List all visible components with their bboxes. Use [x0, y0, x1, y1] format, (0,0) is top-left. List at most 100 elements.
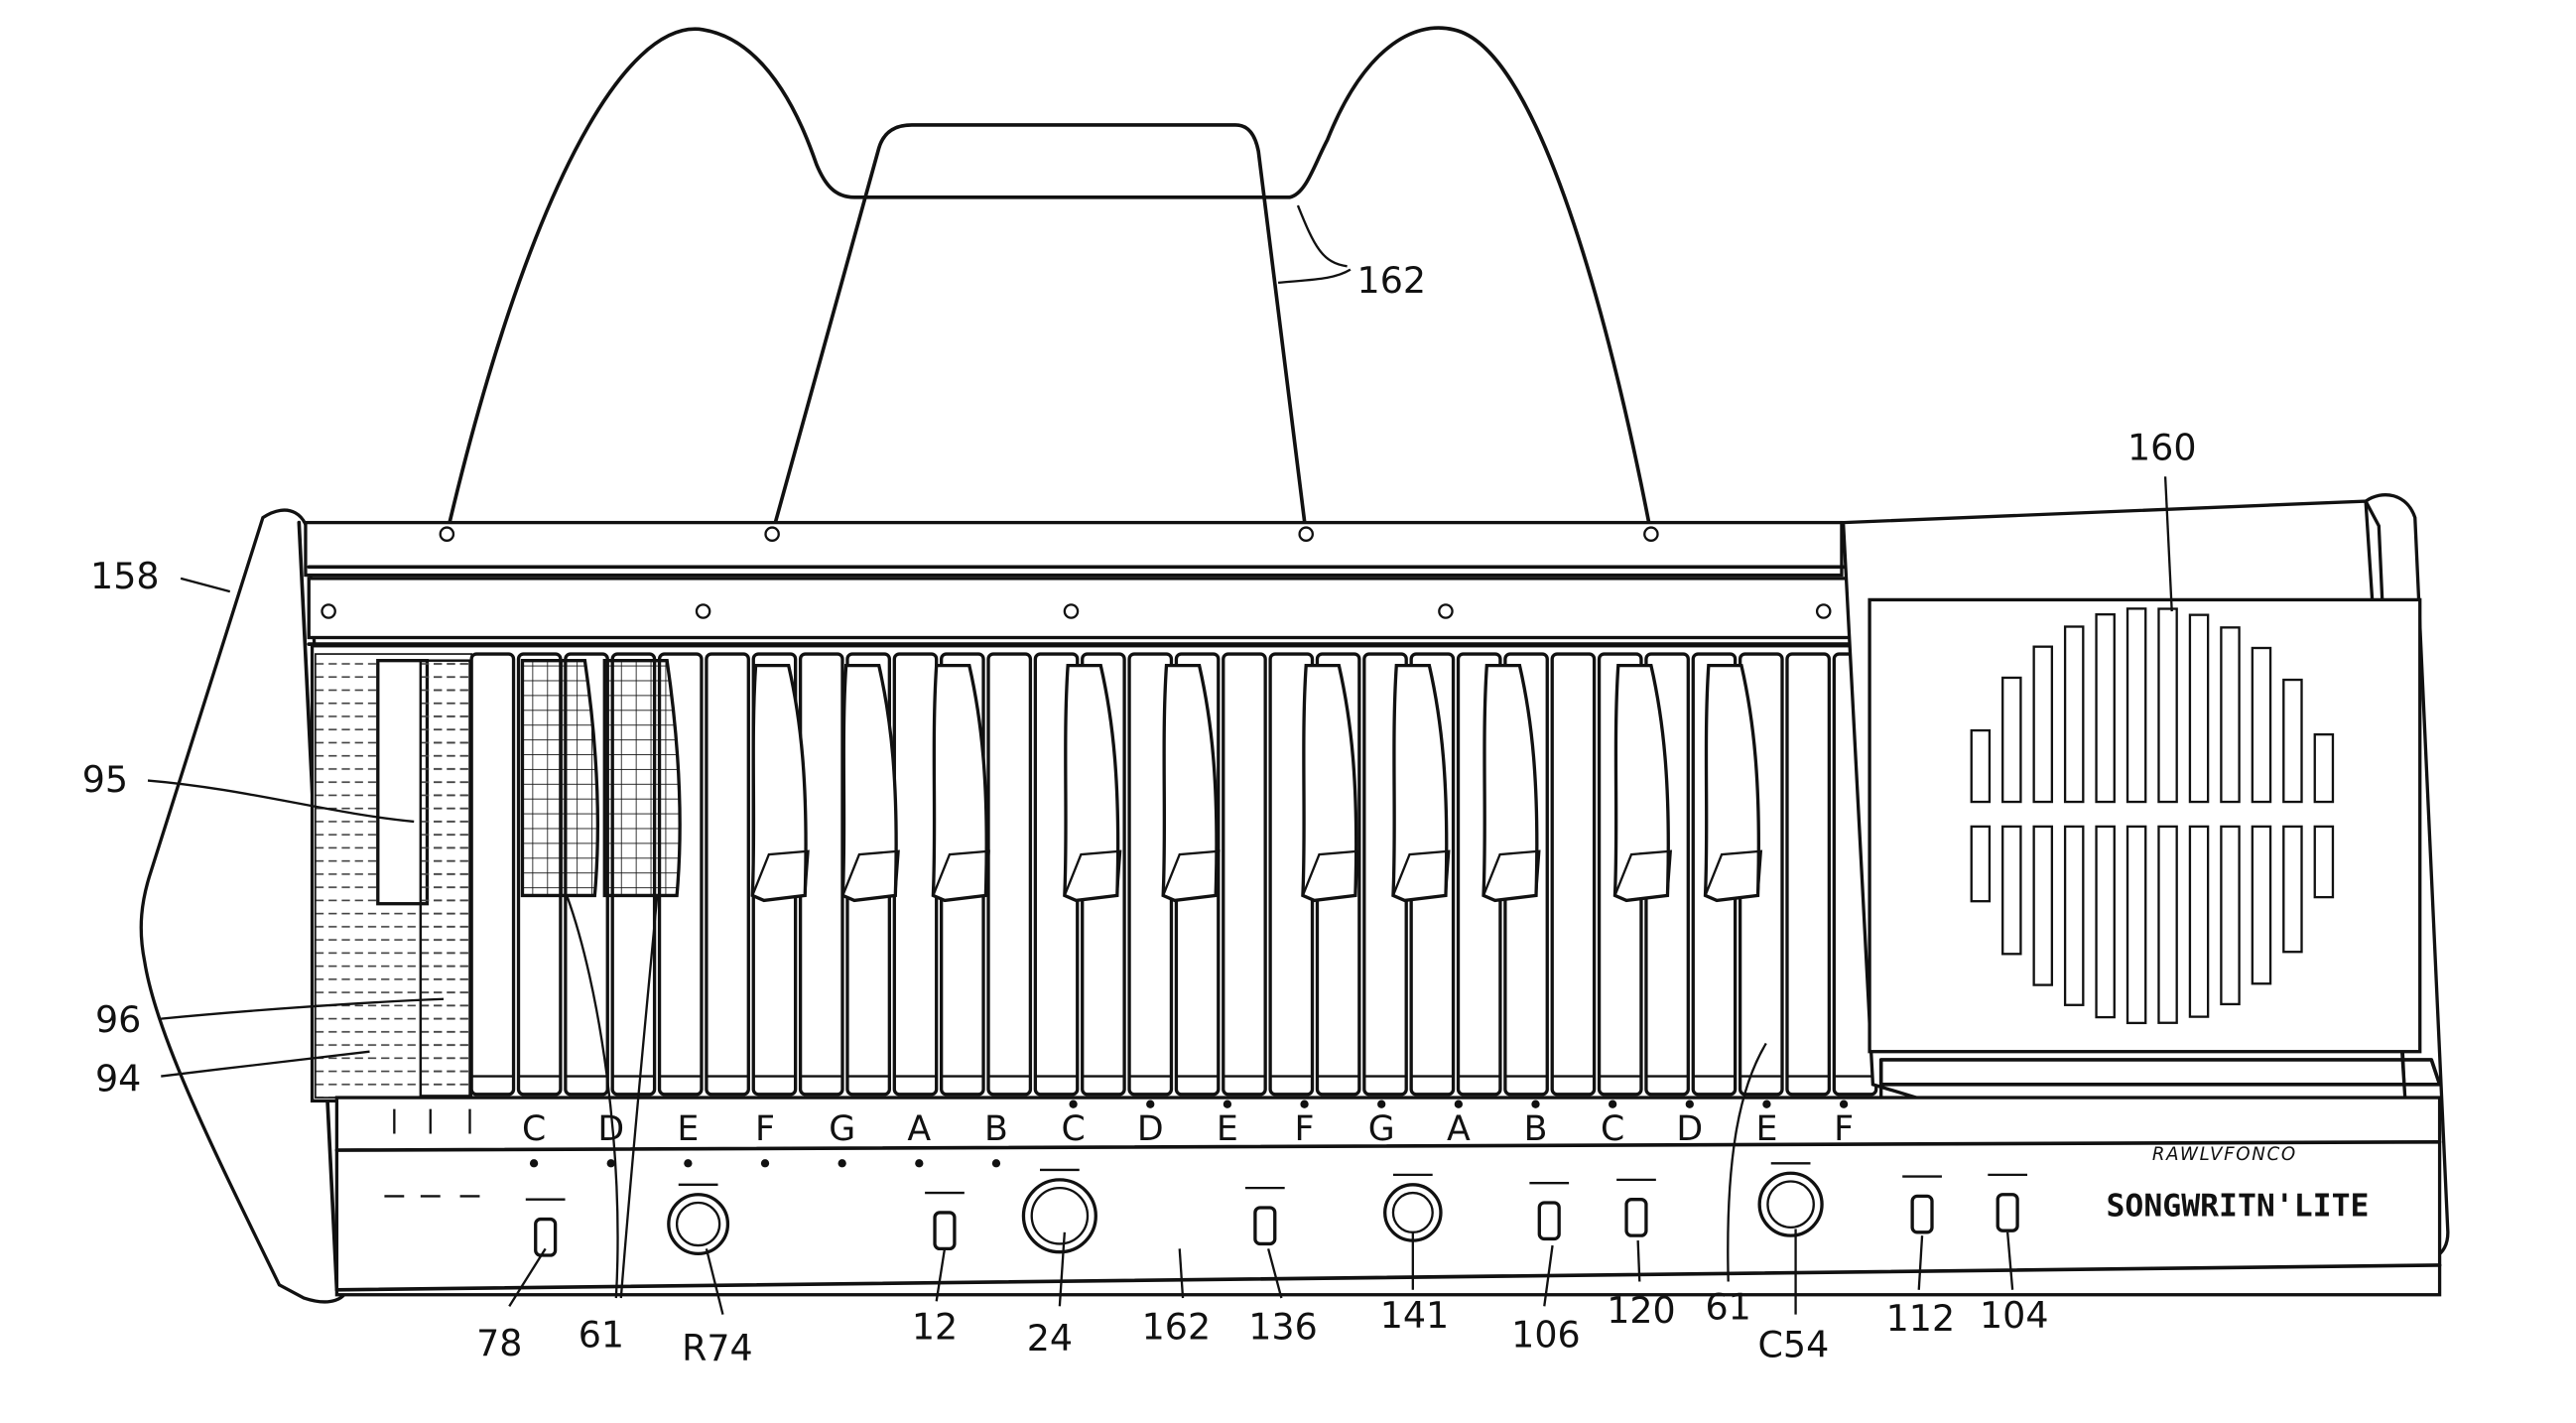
- sharp-key-top: [841, 849, 900, 896]
- sharp-key-top: [1063, 849, 1122, 896]
- top-rail: [304, 520, 1856, 646]
- sharp-key: [840, 663, 898, 903]
- grille-slot: [2157, 607, 2178, 804]
- label-112: 112: [1886, 1297, 1956, 1340]
- note-letter: C: [1601, 1109, 1624, 1149]
- label-160: 160: [2127, 427, 2197, 469]
- brand-line1: RAWLVFONCO: [2152, 1144, 2297, 1165]
- grille-slot: [2125, 607, 2147, 804]
- key-96: [419, 659, 471, 1098]
- grille-slot: [2032, 645, 2054, 804]
- note-dot: [684, 1159, 693, 1168]
- label-141: 141: [1380, 1294, 1450, 1337]
- note-letter: B: [984, 1109, 1008, 1149]
- grille-slot: [2125, 825, 2147, 1025]
- grille-slot: [2188, 825, 2210, 1018]
- label-61-right: 61: [1706, 1286, 1751, 1329]
- grille-slot: [2063, 625, 2085, 804]
- key: [469, 652, 516, 1097]
- note-dot: [991, 1159, 1001, 1168]
- sharp-key-top: [751, 849, 810, 896]
- note-dot: [1685, 1100, 1694, 1108]
- label-95: 95: [82, 758, 128, 801]
- speaker-panel: [1841, 499, 2442, 1251]
- note-letter: F: [755, 1109, 775, 1149]
- note-dot: [1531, 1100, 1540, 1108]
- key: [1222, 652, 1267, 1097]
- note-dot: [1223, 1100, 1232, 1108]
- grille-slot: [2095, 825, 2116, 1019]
- sharp-key: [1301, 663, 1358, 903]
- grille-slot: [2220, 825, 2241, 1006]
- label-120: 120: [1607, 1289, 1676, 1332]
- note-dot: [1762, 1100, 1771, 1108]
- leader-lines: [147, 476, 2173, 1315]
- sharp-key: [1481, 663, 1539, 903]
- note-dot: [1377, 1100, 1386, 1108]
- toggle-switch: [534, 1217, 558, 1257]
- grille-slot: [2157, 825, 2178, 1024]
- grille-slot: [2282, 825, 2303, 954]
- sharp-key: [1703, 663, 1760, 903]
- label-158: 158: [90, 555, 160, 597]
- grille-slot: [2313, 825, 2335, 899]
- stand-hole: [439, 526, 455, 542]
- note-dot: [1454, 1100, 1463, 1108]
- grille-slot: [2001, 825, 2022, 956]
- label-12: 12: [912, 1305, 958, 1348]
- note-dot: [1069, 1100, 1078, 1108]
- speaker-grille: [1970, 607, 2335, 1025]
- grille-slot: [2313, 732, 2335, 804]
- sharp-key-top: [932, 849, 990, 896]
- note-letter: A: [1447, 1109, 1471, 1149]
- key-95: [376, 659, 430, 906]
- sharp-key: [1612, 663, 1670, 903]
- grille-slot: [1970, 728, 1992, 804]
- toggle-switch: [1253, 1206, 1277, 1246]
- knob-cap: [675, 1201, 721, 1247]
- key: [986, 652, 1033, 1097]
- key: [705, 652, 750, 1097]
- grille-slot: [2220, 626, 2241, 804]
- toggle-switch: [1537, 1201, 1561, 1241]
- grille-slot: [2282, 678, 2303, 804]
- knob: [1021, 1178, 1097, 1254]
- label-106: 106: [1511, 1314, 1581, 1357]
- grille-slot: [2188, 613, 2210, 804]
- note-letter: E: [1217, 1109, 1238, 1149]
- knob: [1757, 1171, 1824, 1237]
- grille-slot: [2001, 676, 2022, 804]
- toggle-switch: [933, 1211, 957, 1251]
- sharp-key-top: [1481, 849, 1541, 896]
- note-letter: B: [1524, 1109, 1548, 1149]
- screw: [1438, 603, 1454, 619]
- grille-slot: [1970, 825, 1992, 903]
- note-dot: [1300, 1100, 1309, 1108]
- label-24: 24: [1027, 1317, 1073, 1359]
- note-dot: [606, 1159, 615, 1168]
- note-letter: F: [1295, 1109, 1315, 1149]
- grille-slot: [2251, 825, 2272, 985]
- note-dot: [760, 1159, 770, 1168]
- sharp-key-top: [1301, 849, 1360, 896]
- label-136: 136: [1248, 1305, 1318, 1348]
- hatched-key: [520, 659, 599, 898]
- key: [892, 652, 939, 1097]
- note-letter: C: [522, 1109, 546, 1149]
- note-letter: D: [1137, 1109, 1164, 1149]
- toggle-switch: [1624, 1198, 1648, 1237]
- keys: [376, 652, 1878, 1098]
- sharp-key: [750, 663, 808, 903]
- sharp-key-top: [1704, 849, 1763, 896]
- screw: [1063, 603, 1080, 619]
- note-dot: [915, 1159, 924, 1168]
- sharp-key: [1063, 663, 1120, 903]
- stand-hole: [1298, 526, 1314, 542]
- knob-cap: [1766, 1180, 1815, 1229]
- sharp-key-top: [1391, 849, 1451, 896]
- label-78: 78: [476, 1322, 522, 1364]
- note-letter: E: [1755, 1109, 1777, 1149]
- note-dot: [1839, 1100, 1849, 1108]
- grille-slot: [2095, 613, 2116, 804]
